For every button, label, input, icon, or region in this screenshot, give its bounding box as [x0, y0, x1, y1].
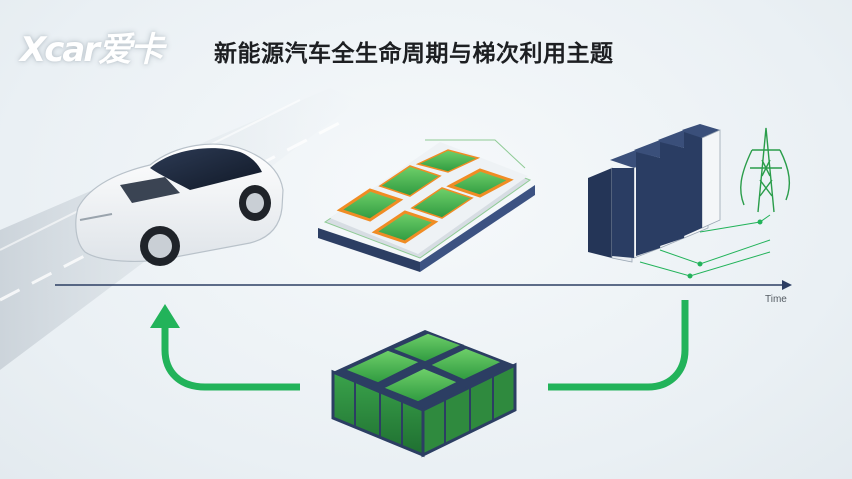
server-rack-icon — [588, 124, 771, 279]
battery-module-icon — [331, 330, 517, 458]
electric-car-icon — [75, 143, 284, 266]
battery-cells — [336, 149, 514, 244]
timeline-arrow — [55, 280, 792, 290]
reuse-flow-arrow — [161, 300, 689, 391]
brand-logo-text: Xcar爱卡 — [20, 30, 164, 70]
timeline-label: Time — [765, 294, 787, 305]
arrow-head-icon — [150, 304, 180, 328]
battery-pack-icon — [318, 139, 535, 272]
power-pylon-icon — [740, 127, 791, 213]
page-title: 新能源汽车全生命周期与梯次利用主题 — [214, 41, 614, 67]
